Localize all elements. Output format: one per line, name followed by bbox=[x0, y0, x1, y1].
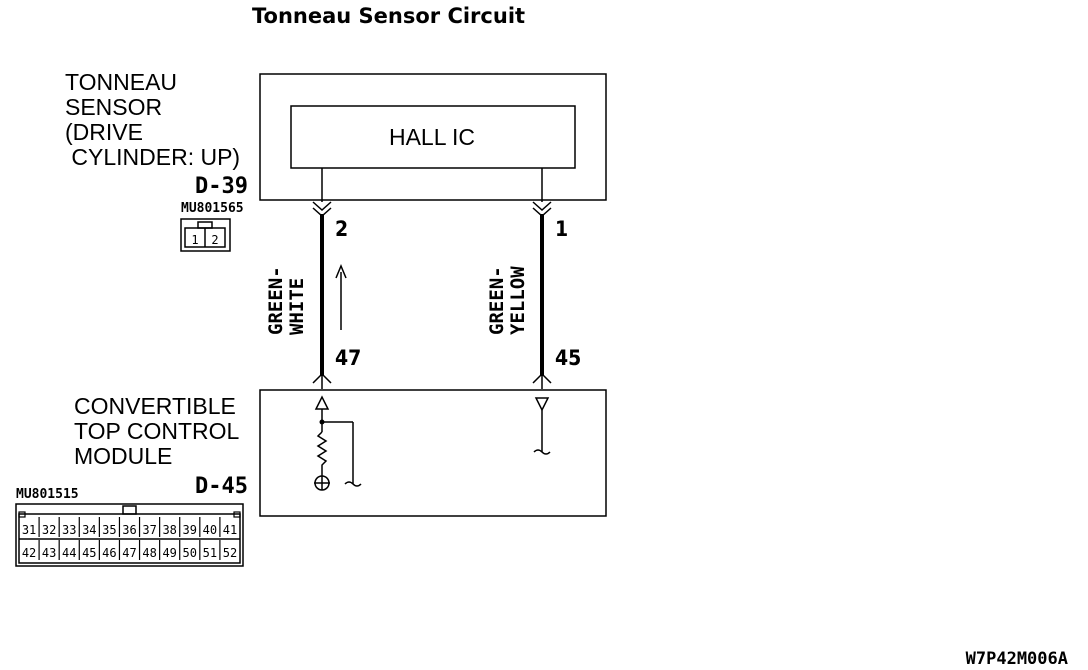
sensor-pin-cell: 2 bbox=[211, 233, 218, 247]
module-pin-cell: 42 bbox=[22, 546, 36, 560]
svg-text:CYLINDER: UP): CYLINDER: UP) bbox=[65, 144, 240, 170]
module-pin-cell: 51 bbox=[203, 546, 217, 560]
wire-module-pin: 45 bbox=[555, 346, 581, 370]
module-pin-cell: 36 bbox=[122, 523, 136, 537]
svg-text:GREEN-: GREEN- bbox=[265, 266, 287, 335]
module-pin-cell: 45 bbox=[82, 546, 96, 560]
hall-ic-label: HALL IC bbox=[389, 124, 475, 150]
svg-text:CONVERTIBLE: CONVERTIBLE bbox=[74, 393, 236, 419]
svg-text:TONNEAU: TONNEAU bbox=[65, 69, 177, 95]
sensor-part-number: MU801565 bbox=[181, 201, 244, 216]
module-pin-cell: 33 bbox=[62, 523, 76, 537]
input-terminal-icon bbox=[533, 397, 551, 455]
connector-chevron-icon bbox=[312, 201, 332, 212]
svg-text:YELLOW: YELLOW bbox=[507, 266, 529, 335]
module-pin-cell: 43 bbox=[42, 546, 56, 560]
svg-text:GREEN-: GREEN- bbox=[486, 266, 508, 335]
tonneau-sensor-box bbox=[259, 73, 607, 201]
connector-chevron-icon bbox=[312, 372, 332, 384]
module-pin-cell: 41 bbox=[223, 523, 237, 537]
module-connector-id: D-45 bbox=[195, 474, 248, 499]
wire-module-pin: 47 bbox=[335, 346, 361, 370]
module-pin-cell: 37 bbox=[142, 523, 156, 537]
module-pin-cell: 44 bbox=[62, 546, 76, 560]
module-pin-cell: 31 bbox=[22, 523, 36, 537]
wire-color-label: GREEN- YELLOW bbox=[486, 266, 529, 335]
module-part-number: MU801515 bbox=[16, 487, 79, 502]
module-pin-cell: 34 bbox=[82, 523, 96, 537]
module-pin-cell: 39 bbox=[183, 523, 197, 537]
module-label: CONVERTIBLE TOP CONTROL MODULE bbox=[74, 393, 239, 469]
sensor-label: TONNEAU SENSOR (DRIVE CYLINDER: UP) bbox=[65, 69, 240, 170]
sensor-pin-cell: 1 bbox=[191, 233, 198, 247]
reference-code: W7P42M006A bbox=[966, 649, 1068, 669]
module-pin-cell: 35 bbox=[102, 523, 116, 537]
module-pin-cell: 40 bbox=[203, 523, 217, 537]
svg-text:TOP CONTROL: TOP CONTROL bbox=[74, 418, 239, 444]
hall-ic-box bbox=[290, 105, 576, 169]
module-pin-cell: 47 bbox=[122, 546, 136, 560]
signal-arrow-icon bbox=[335, 264, 347, 330]
module-pin-cell: 46 bbox=[102, 546, 116, 560]
wire-color-label: GREEN- WHITE bbox=[265, 266, 308, 335]
sensor-connector-id: D-39 bbox=[195, 174, 248, 199]
module-pin-cell: 48 bbox=[142, 546, 156, 560]
module-pin-cell: 49 bbox=[162, 546, 176, 560]
module-pin-cell: 50 bbox=[183, 546, 197, 560]
module-pin-cell: 38 bbox=[162, 523, 176, 537]
pull-up-resistor-icon bbox=[314, 395, 362, 491]
control-module-box bbox=[259, 389, 607, 517]
sensor-connector-icon: 1 2 bbox=[180, 218, 231, 252]
wire-sensor-pin: 2 bbox=[335, 217, 348, 241]
module-pin-cell: 52 bbox=[223, 546, 237, 560]
module-connector-icon: 31 32 33 34 35 36 37 38 39 40 41 42 43 44 45 46 47 48 49 5… bbox=[15, 503, 244, 567]
svg-text:WHITE: WHITE bbox=[286, 278, 308, 335]
connector-chevron-icon bbox=[532, 201, 552, 212]
wire-sensor-pin: 1 bbox=[555, 217, 568, 241]
module-pin-cell: 32 bbox=[42, 523, 56, 537]
svg-text:(DRIVE: (DRIVE bbox=[65, 119, 143, 145]
svg-text:SENSOR: SENSOR bbox=[65, 94, 162, 120]
diagram-title: Tonneau Sensor Circuit bbox=[252, 4, 525, 28]
connector-chevron-icon bbox=[532, 372, 552, 384]
svg-text:MODULE: MODULE bbox=[74, 443, 172, 469]
